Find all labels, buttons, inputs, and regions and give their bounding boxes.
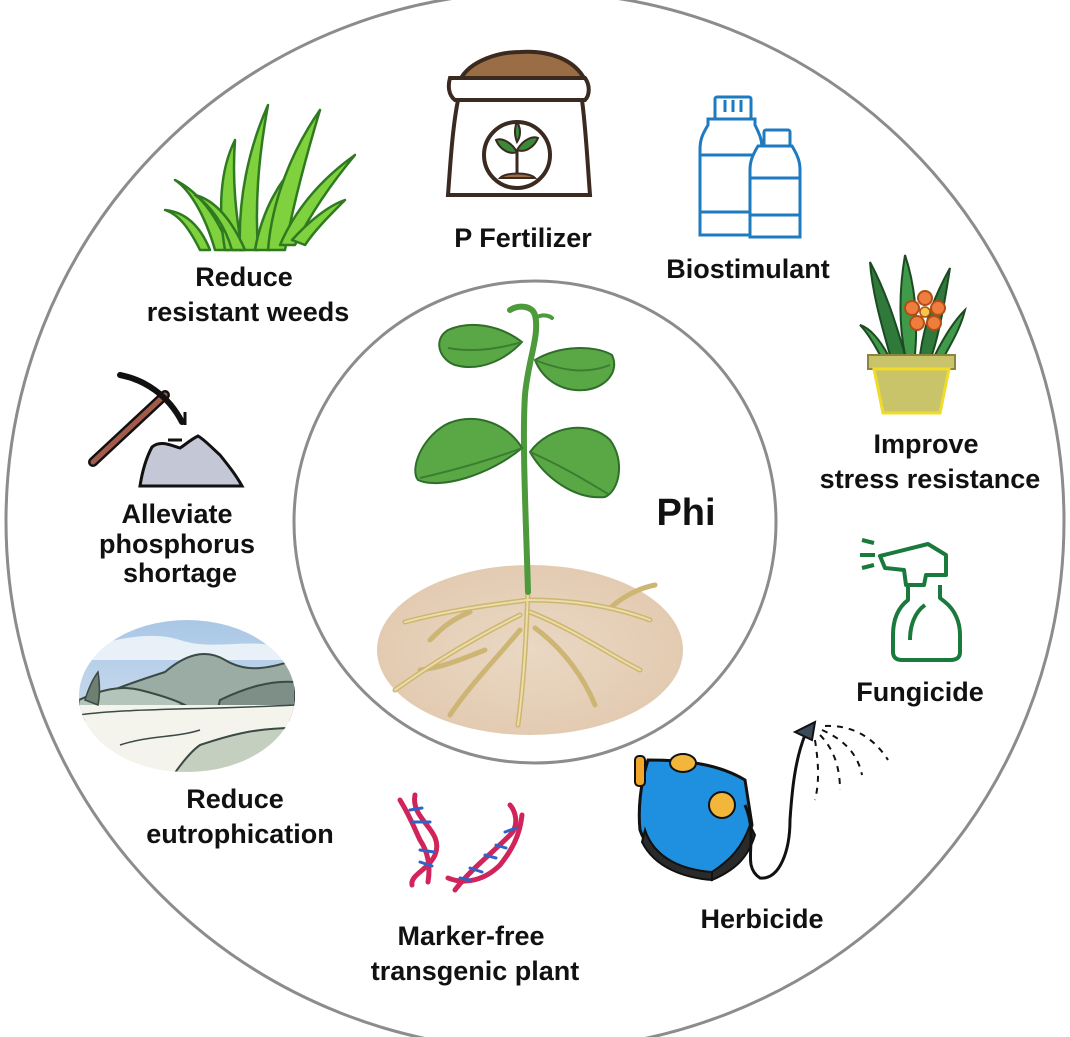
- fertilizer-label: P Fertilizer: [454, 223, 592, 253]
- leaf-icon: [533, 347, 615, 392]
- leaf-icon: [438, 323, 524, 368]
- phosphorus-label-line3: shortage: [123, 558, 237, 588]
- transgenic-label-line2: transgenic plant: [371, 956, 580, 986]
- biostimulant-bottles-icon: [698, 95, 802, 239]
- plant-icon: [377, 303, 683, 735]
- leaf-icon: [414, 417, 524, 485]
- center-label: Phi: [656, 492, 715, 534]
- weeds-label-line2: resistant weeds: [147, 297, 350, 327]
- dna-helix-icon: [397, 792, 525, 893]
- stress-label-line2: stress resistance: [820, 464, 1041, 494]
- fertilizer-bag-icon: [445, 49, 593, 197]
- flower-icon: [904, 290, 946, 331]
- transgenic-label-line1: Marker-free: [397, 921, 544, 951]
- potted-plant-icon: [859, 254, 967, 415]
- grass-weeds-icon: [163, 103, 357, 252]
- weeds-label-line1: Reduce: [195, 262, 293, 292]
- phosphorus-label-line2: phosphorus: [99, 529, 255, 559]
- fungicide-label: Fungicide: [856, 677, 984, 707]
- phosphorus-label-line1: Alleviate: [121, 499, 232, 529]
- spray-bottle-icon: [860, 538, 962, 662]
- pickaxe-ore-icon: [88, 372, 245, 488]
- leaf-icon: [528, 426, 621, 499]
- biostimulant-label: Biostimulant: [666, 254, 830, 284]
- stress-label-line1: Improve: [873, 429, 978, 459]
- herbicide-label: Herbicide: [700, 904, 823, 934]
- eutrophication-label-line1: Reduce: [186, 784, 284, 814]
- backpack-sprayer-icon: [634, 720, 889, 882]
- stem-icon: [507, 303, 540, 595]
- eutrophication-label-line2: eutrophication: [146, 819, 334, 849]
